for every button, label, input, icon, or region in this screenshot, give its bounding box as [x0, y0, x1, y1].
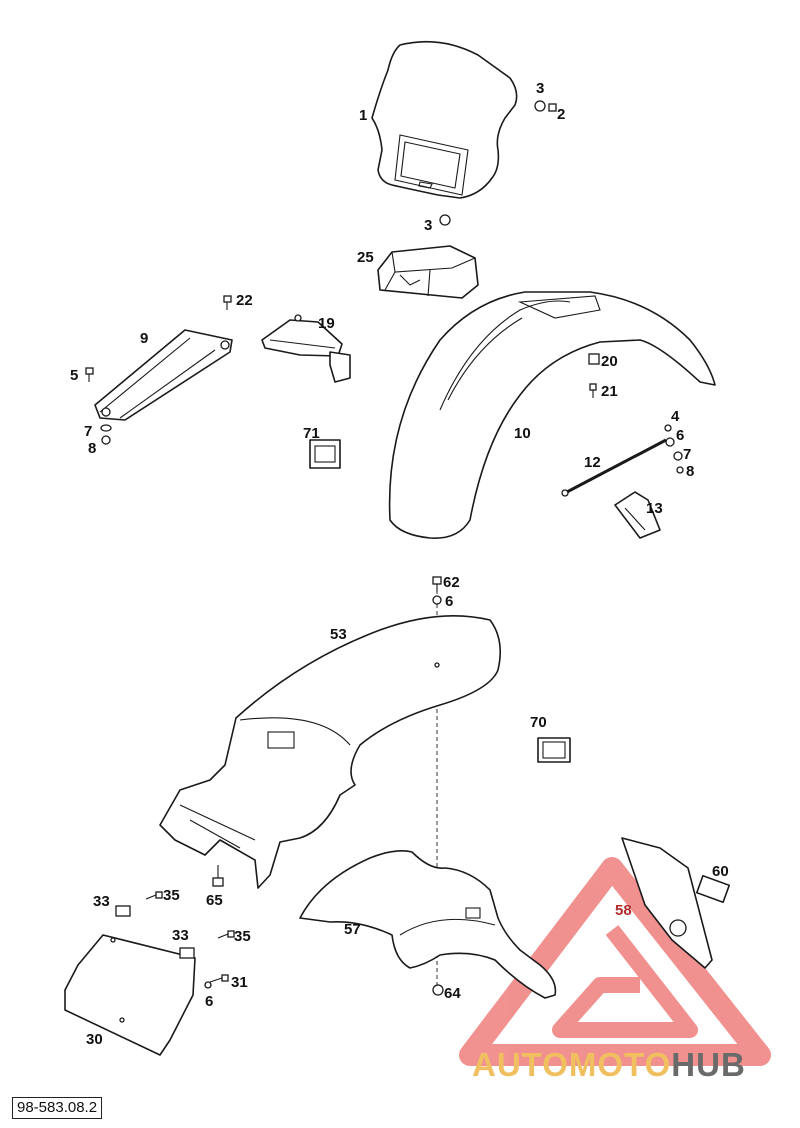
- label-35b: 35: [234, 928, 251, 945]
- label-1: 1: [359, 107, 367, 124]
- label-62: 62: [443, 574, 460, 591]
- label-6b: 6: [445, 593, 453, 610]
- screw-65: [212, 865, 224, 887]
- label-53: 53: [330, 626, 347, 643]
- label-3a: 3: [536, 80, 544, 97]
- label-31: 31: [231, 974, 248, 991]
- rear-fender-lower: [299, 850, 557, 999]
- bracket-19: [261, 314, 351, 383]
- label-64: 64: [444, 985, 461, 1002]
- front-fender: [388, 291, 716, 539]
- label-3b: 3: [424, 217, 432, 234]
- label-22: 22: [236, 292, 253, 309]
- label-6c: 6: [205, 993, 213, 1010]
- headlight-mask: [371, 40, 518, 199]
- watermark-text: AUTOMOTOHUB: [472, 1046, 746, 1084]
- watermark-text-colored: AUTOMOTO: [472, 1046, 672, 1083]
- label-8b: 8: [686, 463, 694, 480]
- label-8a: 8: [88, 440, 96, 457]
- label-19: 19: [318, 315, 335, 332]
- label-21: 21: [601, 383, 618, 400]
- label-71: 71: [303, 425, 320, 442]
- label-7a: 7: [84, 423, 92, 440]
- label-6a: 6: [676, 427, 684, 444]
- label-30: 30: [86, 1031, 103, 1048]
- plate-58: [621, 837, 713, 969]
- nut-hardware: [439, 100, 557, 226]
- label-9: 9: [140, 330, 148, 347]
- label-20: 20: [601, 353, 618, 370]
- gasket-60: [695, 874, 731, 904]
- label-2: 2: [557, 106, 565, 123]
- callout-labels: 1 2 3 3 25 22 9 19 5 7 8 71 20 21 10 4 6…: [70, 80, 729, 1048]
- label-60: 60: [712, 863, 729, 880]
- label-65: 65: [206, 892, 223, 909]
- cable-guide: [561, 424, 684, 497]
- label-5: 5: [70, 367, 78, 384]
- label-58: 58: [615, 902, 632, 919]
- label-12: 12: [584, 454, 601, 471]
- label-7b: 7: [683, 446, 691, 463]
- diagram-code: 98-583.08.2: [12, 1097, 103, 1119]
- label-70: 70: [530, 714, 547, 731]
- reflector-70: [537, 737, 571, 763]
- clip-13: [614, 491, 661, 539]
- small-hardware-left: [85, 295, 232, 445]
- label-33b: 33: [172, 927, 189, 944]
- bracket-9: [94, 329, 233, 421]
- watermark-logo: [459, 857, 771, 1066]
- nut-64: [432, 984, 444, 996]
- label-4: 4: [671, 408, 680, 425]
- reflector-71: [309, 439, 341, 469]
- license-holder: [64, 934, 196, 1056]
- label-57: 57: [344, 921, 361, 938]
- label-33a: 33: [93, 893, 110, 910]
- small-hardware-lower: [115, 891, 235, 989]
- label-25: 25: [357, 249, 374, 266]
- label-35a: 35: [163, 887, 180, 904]
- fender-hardware: [588, 353, 600, 398]
- headlight-bracket: [377, 245, 479, 299]
- bolt-62: [432, 576, 442, 605]
- label-13: 13: [646, 500, 663, 517]
- watermark-text-dark: HUB: [671, 1046, 746, 1083]
- label-10: 10: [514, 425, 531, 442]
- rear-fender: [159, 614, 501, 889]
